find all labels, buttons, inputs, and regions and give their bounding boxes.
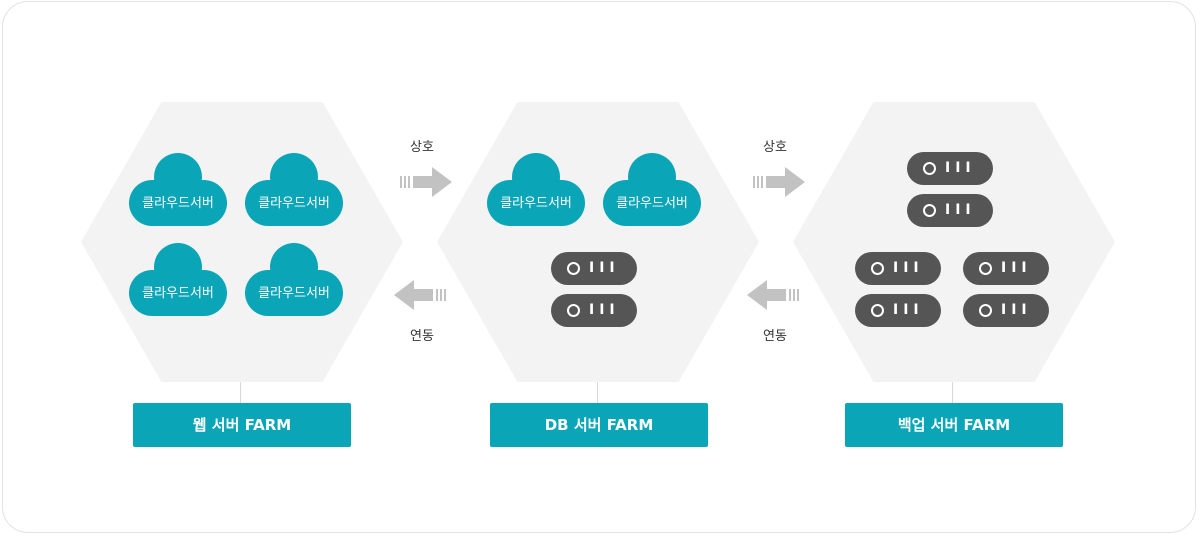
backup-farm-label: 백업 서버 FARM [845, 403, 1063, 447]
cloud-server-5: 클라우드서버 [484, 152, 588, 228]
cloud-label: 클라우드서버 [616, 196, 688, 211]
cloud-label: 클라우드서버 [258, 286, 330, 301]
server-led-icon [923, 204, 936, 217]
server-led-icon [871, 262, 884, 275]
cloud-server-1: 클라우드서버 [126, 152, 230, 228]
server-led-icon [979, 262, 992, 275]
cloud-label: 클라우드서버 [258, 196, 330, 211]
cloud-server-2: 클라우드서버 [242, 152, 346, 228]
cloud-server-3: 클라우드서버 [126, 242, 230, 318]
link-bottom-label: 연동 [763, 329, 787, 344]
cloud-icon [129, 153, 227, 226]
server-unit: III [855, 252, 941, 285]
server-unit: III [551, 252, 637, 285]
server-bars-icon: III [893, 260, 924, 276]
server-led-icon [923, 162, 936, 175]
server-unit: III [907, 194, 993, 227]
server-unit: III [855, 294, 941, 327]
server-bars-icon: III [589, 260, 620, 276]
server-bars-icon: III [1001, 260, 1032, 276]
cloud-icon [245, 243, 343, 316]
server-bars-icon: III [893, 302, 924, 318]
server-bars-icon: III [589, 302, 620, 318]
cloud-server-6: 클라우드서버 [600, 152, 704, 228]
cloud-server-4: 클라우드서버 [242, 242, 346, 318]
server-led-icon [979, 304, 992, 317]
cloud-label: 클라우드서버 [500, 196, 572, 211]
server-led-icon [567, 304, 580, 317]
cloud-icon [129, 243, 227, 316]
server-unit: III [551, 294, 637, 327]
link-top-label: 상호 [763, 140, 787, 155]
cloud-label: 클라우드서버 [142, 286, 214, 301]
cloud-label: 클라우드서버 [142, 196, 214, 211]
server-led-icon [871, 304, 884, 317]
connector-line [952, 382, 953, 403]
server-unit: III [963, 252, 1049, 285]
web-farm-label: 웹 서버 FARM [133, 403, 351, 447]
link-bottom-label: 연동 [410, 329, 434, 344]
server-led-icon [567, 262, 580, 275]
server-unit: III [907, 152, 993, 185]
cloud-icon [245, 153, 343, 226]
arrow-right-icon [753, 167, 805, 197]
db-farm-label: DB 서버 FARM [490, 403, 708, 447]
cloud-icon [603, 153, 701, 226]
arrow-right-icon [400, 167, 452, 197]
arrow-left-icon [747, 280, 799, 310]
server-unit: III [963, 294, 1049, 327]
link-top-label: 상호 [410, 140, 434, 155]
server-bars-icon: III [1001, 302, 1032, 318]
server-bars-icon: III [945, 160, 976, 176]
connector-line [597, 382, 598, 403]
server-bars-icon: III [945, 202, 976, 218]
cloud-icon [487, 153, 585, 226]
connector-line [240, 382, 241, 403]
arrow-left-icon [394, 280, 446, 310]
